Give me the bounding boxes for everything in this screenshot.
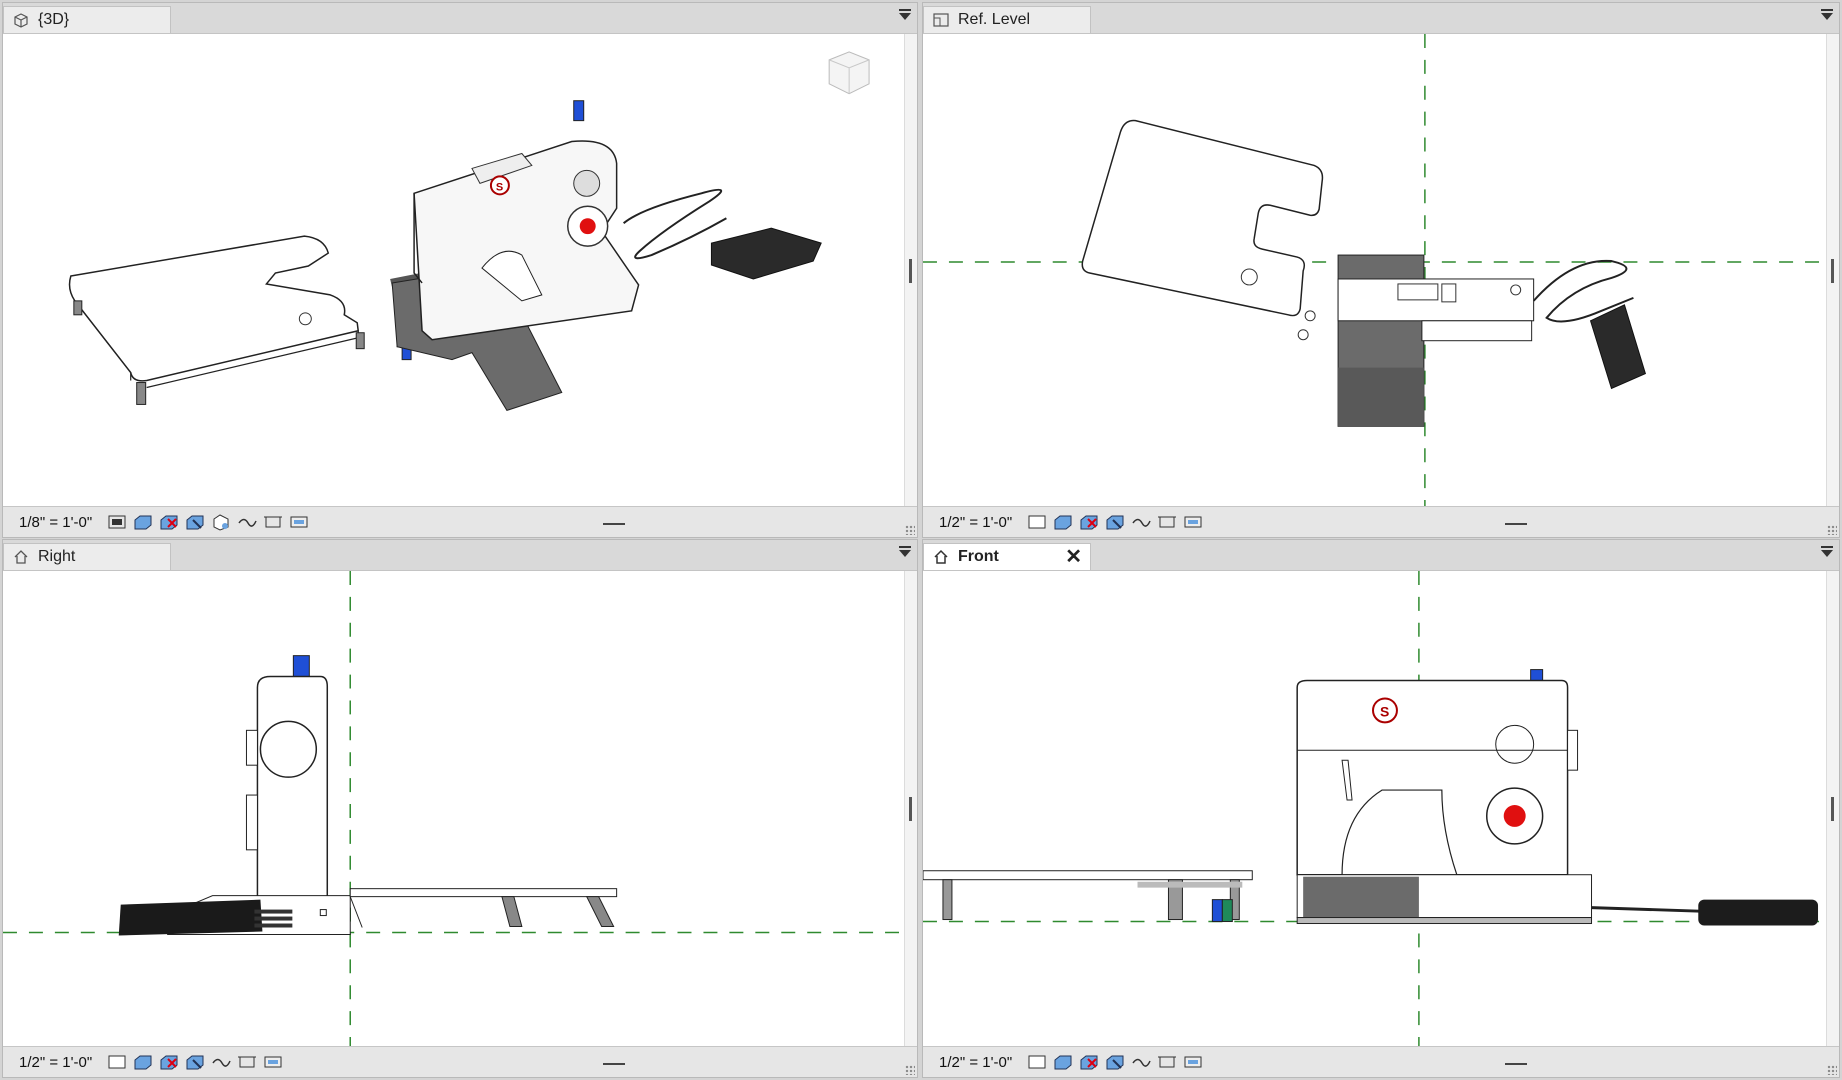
sewing-machine-side [118,655,351,936]
visual-style-icon[interactable] [132,1053,154,1071]
sewing-machine: S [390,100,640,412]
sun-path-icon[interactable] [1078,513,1100,531]
horizontal-scroll-grip[interactable] [1505,523,1527,525]
show-crop-icon[interactable] [236,1053,258,1071]
tab-right[interactable]: Right [3,543,171,570]
sewing-machine-front: S [1296,669,1593,925]
view-ref-level[interactable]: Ref. Level 1/2" = 1'-0" [922,2,1840,538]
top-spool [573,100,585,122]
view-3d[interactable]: {3D} [2,2,918,538]
view-scale[interactable]: 1/2" = 1'-0" [939,1053,1013,1071]
view-dropdown-icon[interactable] [1821,546,1833,557]
resize-grip[interactable] [1827,1065,1837,1075]
detail-level-icon[interactable] [106,513,128,531]
temporary-hide-icon[interactable] [1182,513,1204,531]
tab-3d-label: {3D} [38,11,70,28]
foot-pedal-plan [1589,304,1647,390]
view-scale[interactable]: 1/2" = 1'-0" [19,1053,93,1071]
render-icon[interactable] [210,513,232,531]
vertical-scrollbar[interactable] [904,34,917,507]
horizontal-scroll-grip[interactable] [603,523,625,525]
view-control-bar: 1/2" = 1'-0" [923,1046,1839,1077]
vertical-scrollbar[interactable] [1826,34,1839,507]
view-3d-tabbar: {3D} [3,3,917,34]
svg-text:S: S [496,181,503,193]
foot-pedal-front [1698,899,1819,926]
elevation-icon [14,550,28,564]
view-front-canvas[interactable]: S [923,571,1827,1047]
show-crop-icon[interactable] [262,513,284,531]
show-crop-icon[interactable] [1156,1053,1178,1071]
view-ref-level-canvas[interactable] [923,34,1827,507]
view-ref-level-tabbar: Ref. Level [923,3,1839,34]
tab-right-label: Right [38,548,76,565]
view-right-tabbar: Right [3,540,917,571]
elevation-icon [934,549,948,564]
svg-text:S: S [1380,703,1389,719]
temporary-hide-icon[interactable] [262,1053,284,1071]
view-dropdown-icon[interactable] [899,9,911,20]
view-scale[interactable]: 1/2" = 1'-0" [939,513,1013,531]
crop-view-icon[interactable] [1130,1053,1152,1071]
view-control-bar: 1/2" = 1'-0" [3,1046,917,1077]
view-front-elevation[interactable]: Front ✕ [922,539,1840,1078]
vertical-scrollbar[interactable] [904,571,917,1047]
visual-style-icon[interactable] [132,513,154,531]
tab-ref-level-label: Ref. Level [958,11,1031,28]
view-cube-icon[interactable] [828,51,870,95]
view-front-tabbar: Front ✕ [923,540,1839,571]
floor-plan-icon [933,13,949,27]
view-right-canvas[interactable] [3,571,905,1047]
tab-ref-level[interactable]: Ref. Level [923,6,1091,33]
sun-path-icon[interactable] [1078,1053,1100,1071]
temporary-hide-icon[interactable] [288,513,310,531]
tab-front[interactable]: Front ✕ [923,543,1091,570]
detail-level-icon[interactable] [1026,513,1048,531]
resize-grip[interactable] [905,1065,915,1075]
view-3d-canvas[interactable]: S [3,34,905,507]
view-dropdown-icon[interactable] [899,546,911,557]
view-control-bar: 1/8" = 1'-0" [3,506,917,537]
close-icon[interactable]: ✕ [1065,546,1082,568]
shadows-icon[interactable] [184,1053,206,1071]
temporary-hide-icon[interactable] [1182,1053,1204,1071]
extension-table [68,235,365,405]
view-right-elevation[interactable]: Right [2,539,918,1078]
view-dropdown-icon[interactable] [1821,9,1833,20]
resize-grip[interactable] [905,525,915,535]
sun-path-icon[interactable] [158,1053,180,1071]
horizontal-scroll-grip[interactable] [1505,1063,1527,1065]
shadows-icon[interactable] [1104,1053,1126,1071]
extension-table-side [349,888,618,928]
show-crop-icon[interactable] [1156,513,1178,531]
extension-table-front [923,870,1253,921]
foot-pedal [710,227,822,280]
visual-style-icon[interactable] [1052,1053,1074,1071]
crop-view-icon[interactable] [236,513,258,531]
crop-view-icon[interactable] [210,1053,232,1071]
crop-view-icon[interactable] [1130,513,1152,531]
tab-3d[interactable]: {3D} [3,6,171,33]
tab-front-label: Front [958,548,999,565]
view-scale[interactable]: 1/8" = 1'-0" [19,513,93,531]
detail-level-icon[interactable] [106,1053,128,1071]
resize-grip[interactable] [1827,525,1837,535]
sun-path-icon[interactable] [158,513,180,531]
detail-level-icon[interactable] [1026,1053,1048,1071]
shadows-icon[interactable] [184,513,206,531]
visual-style-icon[interactable] [1052,513,1074,531]
3d-view-icon [14,13,28,28]
vertical-scrollbar[interactable] [1826,571,1839,1047]
shadows-icon[interactable] [1104,513,1126,531]
extension-table-plan [1081,119,1324,317]
horizontal-scroll-grip[interactable] [603,1063,625,1065]
view-control-bar: 1/2" = 1'-0" [923,506,1839,537]
